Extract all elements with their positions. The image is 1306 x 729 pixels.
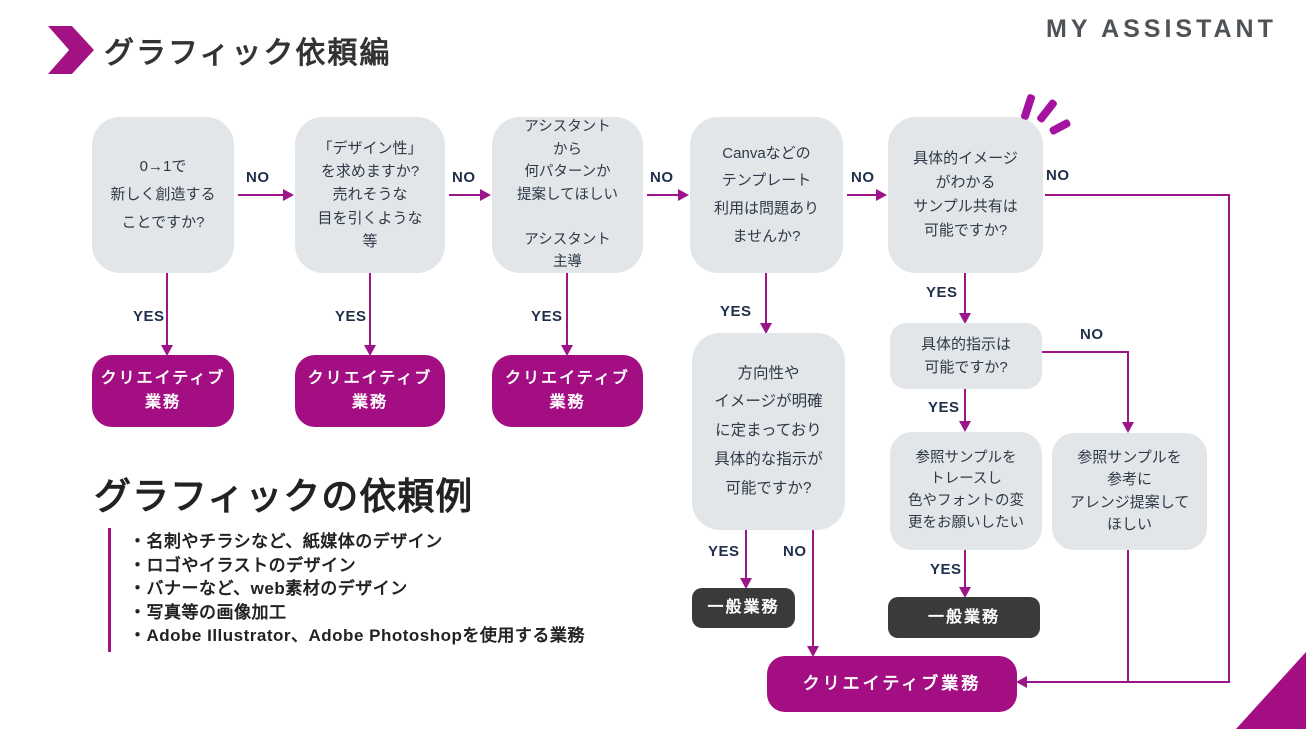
result-general-2: 一般業務 bbox=[888, 597, 1040, 638]
arrowhead bbox=[740, 578, 752, 589]
connector-no-7-h bbox=[1042, 351, 1129, 353]
connector-no-5-right bbox=[1228, 194, 1230, 683]
arrowhead bbox=[760, 323, 772, 334]
result-creative-wide: クリエイティブ業務 bbox=[767, 656, 1017, 712]
arrowhead bbox=[561, 345, 573, 356]
yes-label: YES bbox=[930, 561, 962, 578]
yes-label: YES bbox=[928, 399, 960, 416]
emphasis-stroke-icon bbox=[1035, 98, 1059, 124]
connector-yes-7 bbox=[964, 389, 966, 421]
examples-list: ・名刺やチラシなど、紙媒体のデザイン ・ロゴやイラストのデザイン ・バナーなど、… bbox=[108, 528, 585, 652]
connector-no-1 bbox=[238, 194, 283, 196]
connector-no-3 bbox=[647, 194, 678, 196]
arrowhead bbox=[1016, 676, 1027, 688]
connector-no-5-top bbox=[1045, 194, 1230, 196]
no-label: NO bbox=[851, 169, 875, 186]
no-label: NO bbox=[246, 169, 270, 186]
question-box-concrete-instructions: 具体的指示は 可能ですか? bbox=[890, 323, 1042, 389]
no-label: NO bbox=[783, 543, 807, 560]
arrowhead bbox=[1122, 422, 1134, 433]
connector-yes-1 bbox=[166, 273, 168, 345]
brand-logo: MY ASSISTANT bbox=[1046, 15, 1277, 43]
yes-label: YES bbox=[133, 308, 165, 325]
connector-no-2 bbox=[449, 194, 480, 196]
arrowhead bbox=[959, 313, 971, 324]
yes-label: YES bbox=[531, 308, 563, 325]
emphasis-stroke-icon bbox=[1048, 118, 1072, 136]
result-creative-2: クリエイティブ 業務 bbox=[295, 355, 445, 427]
question-box-trace-sample: 参照サンプルを トレースし 色やフォントの変 更をお願いしたい bbox=[890, 432, 1042, 550]
arrowhead bbox=[364, 345, 376, 356]
yes-label: YES bbox=[708, 543, 740, 560]
yes-label: YES bbox=[926, 284, 958, 301]
question-box-sample-share: 具体的イメージ がわかる サンプル共有は 可能ですか? bbox=[888, 117, 1043, 273]
arrowhead bbox=[876, 189, 887, 201]
no-label: NO bbox=[1046, 167, 1070, 184]
connector-yes-5 bbox=[964, 273, 966, 313]
example-item: ・バナーなど、web素材のデザイン bbox=[129, 579, 408, 598]
connector-no-7-v bbox=[1127, 351, 1129, 422]
yes-label: YES bbox=[335, 308, 367, 325]
no-label: NO bbox=[1080, 326, 1104, 343]
connector-yes-2 bbox=[369, 273, 371, 345]
question-box-clear-direction: 方向性や イメージが明確 に定まっており 具体的な指示が 可能ですか? bbox=[692, 333, 845, 530]
examples-heading: グラフィックの依頼例 bbox=[94, 476, 474, 517]
connector-arrange-tail bbox=[1127, 550, 1129, 683]
question-box-canva-template: Canvaなどの テンプレート 利用は問題あり ませんか? bbox=[690, 117, 843, 273]
question-box-arrange-proposal: 参照サンプルを 参考に アレンジ提案して ほしい bbox=[1052, 433, 1207, 550]
connector-yes-3 bbox=[566, 273, 568, 345]
title-chevron-icon bbox=[48, 26, 94, 74]
connector-yes-8 bbox=[964, 550, 966, 587]
arrowhead bbox=[161, 345, 173, 356]
connector-no-4 bbox=[847, 194, 876, 196]
emphasis-stroke-icon bbox=[1020, 93, 1036, 121]
question-box-design-quality: 「デザイン性」 を求めますか? 売れそうな 目を引くような 等 bbox=[295, 117, 445, 273]
arrowhead bbox=[807, 646, 819, 657]
no-label: NO bbox=[452, 169, 476, 186]
example-item: ・ロゴやイラストのデザイン bbox=[129, 555, 357, 575]
arrowhead bbox=[959, 587, 971, 598]
result-creative-3: クリエイティブ 業務 bbox=[492, 355, 643, 427]
arrowhead bbox=[480, 189, 491, 201]
connector-yes-4 bbox=[765, 273, 767, 323]
example-item: ・名刺やチラシなど、紙媒体のデザイン bbox=[129, 532, 443, 551]
page-title: グラフィック依頼編 bbox=[104, 37, 392, 70]
corner-triangle-decoration bbox=[1236, 652, 1306, 729]
connector-no-6 bbox=[812, 530, 814, 646]
connector-yes-6 bbox=[745, 530, 747, 578]
arrowhead bbox=[959, 421, 971, 432]
question-box-create-from-zero: 0→1で 新しく創造する ことですか? bbox=[92, 117, 234, 273]
arrowhead bbox=[283, 189, 294, 201]
question-box-assistant-proposal: アシスタント から 何パターンか 提案してほしい アシスタント 主導 bbox=[492, 117, 643, 273]
example-item: ・Adobe Illustrator、Adobe Photoshopを使用する業… bbox=[129, 626, 585, 645]
result-general-1: 一般業務 bbox=[692, 588, 795, 628]
example-item: ・写真等の画像加工 bbox=[129, 602, 287, 622]
no-label: NO bbox=[650, 169, 674, 186]
arrowhead bbox=[678, 189, 689, 201]
result-creative-1: クリエイティブ 業務 bbox=[92, 355, 234, 427]
yes-label: YES bbox=[720, 303, 752, 320]
